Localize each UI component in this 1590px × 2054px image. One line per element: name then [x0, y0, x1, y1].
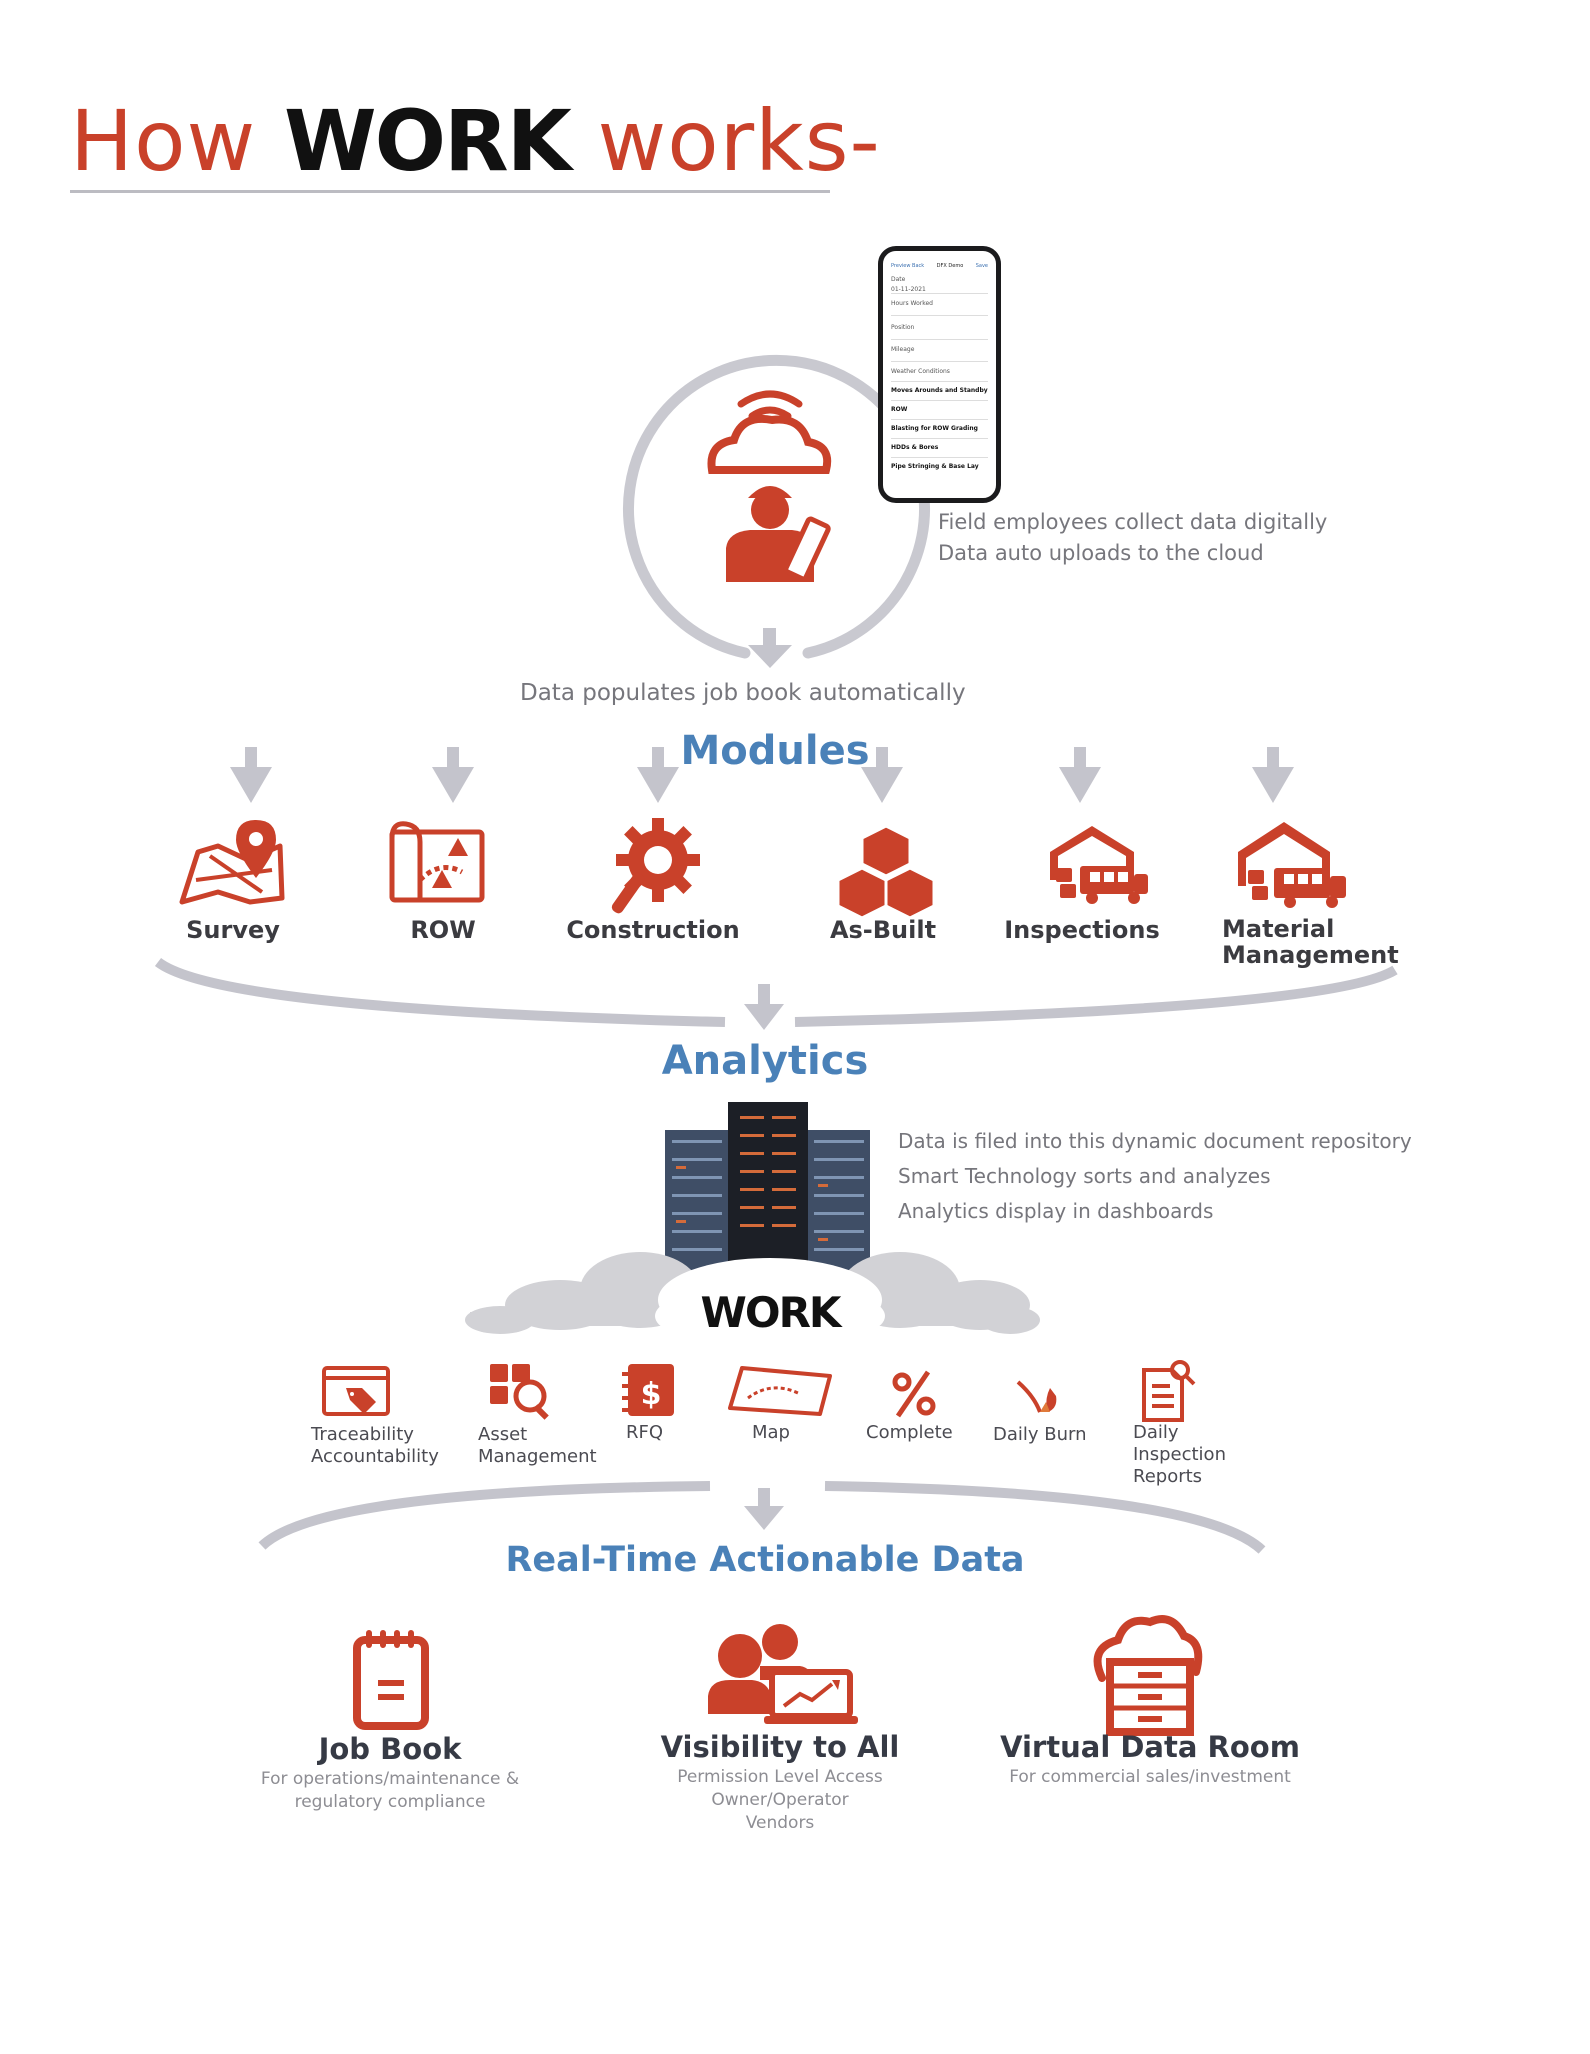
- feature-label[interactable]: Daily Burn: [993, 1424, 1087, 1445]
- module-label[interactable]: ROW: [410, 916, 476, 944]
- swoop-left-analytics: [154, 957, 726, 1027]
- swoop-right-realtime: [824, 1481, 1266, 1554]
- server-rack-icon: [665, 1102, 870, 1278]
- module-label[interactable]: Inspections: [1004, 916, 1160, 944]
- phone-list-row[interactable]: Pipe Stringing & Base Lay: [891, 463, 979, 470]
- feature-label[interactable]: Complete: [866, 1422, 953, 1443]
- arrow-down-icon: [744, 1488, 784, 1530]
- phone-nav-left[interactable]: Preview Back: [891, 263, 925, 269]
- output-title[interactable]: Visibility to All: [660, 1730, 900, 1764]
- field-worker-icon: [707, 390, 832, 474]
- phone-field[interactable]: Hours Worked: [891, 300, 933, 307]
- warehouse-truck-icon-2: [1238, 822, 1346, 908]
- warehouse-truck-icon-1: [1050, 826, 1148, 904]
- phone-field-value[interactable]: 01-11-2021: [891, 286, 926, 293]
- field-circle: [623, 354, 930, 659]
- title-brand: WORK: [283, 92, 572, 190]
- phone-field[interactable]: Weather Conditions: [891, 368, 950, 375]
- phone-nav-right[interactable]: Save: [975, 263, 988, 269]
- feature-label[interactable]: Asset Management: [478, 1424, 597, 1467]
- phone-field[interactable]: Position: [891, 324, 915, 331]
- fuse-burn-icon: [1016, 1380, 1042, 1413]
- report-search-icon: [1142, 1360, 1196, 1422]
- output-subtitle: For commercial sales/investment: [1009, 1767, 1291, 1787]
- cloud-front: [655, 1258, 885, 1342]
- page-title: How WORK works-: [70, 92, 881, 190]
- phone-field[interactable]: Mileage: [891, 346, 915, 353]
- phone-list-row[interactable]: Moves Arounds and Standby: [891, 387, 988, 394]
- svg-text:$: $: [641, 1377, 662, 1412]
- cloud-brand-logo: WORK: [700, 1288, 842, 1337]
- percent-icon: [892, 1370, 936, 1418]
- feature-label[interactable]: Daily Inspection Reports: [1133, 1422, 1226, 1487]
- map-pin-marker: [236, 820, 276, 878]
- analytics-heading: Analytics: [661, 1038, 869, 1084]
- asset-search-icon: [490, 1364, 549, 1420]
- output-title[interactable]: Virtual Data Room: [1000, 1730, 1300, 1764]
- feature-label[interactable]: RFQ: [626, 1422, 664, 1443]
- title-underline: [70, 190, 830, 193]
- arrow-down-icon: [748, 628, 792, 668]
- gear-wrench-icon: [611, 818, 700, 914]
- phone-nav: Preview Back DFX Demo Save: [883, 251, 996, 273]
- worker-head: [751, 491, 789, 529]
- module-label[interactable]: Construction: [566, 916, 740, 944]
- output-subtitle: Permission Level Access Owner/Operator V…: [677, 1767, 883, 1833]
- analytics-line-3: Analytics display in dashboards: [898, 1199, 1214, 1223]
- feature-label[interactable]: Traceability Accountability: [311, 1424, 439, 1467]
- field-line-2: Data auto uploads to the cloud: [938, 541, 1264, 565]
- phone-mockup: Preview Back DFX Demo Save Date 01-11-20…: [878, 246, 1001, 503]
- phone-nav-center: DFX Demo: [936, 263, 964, 269]
- map-icon: [728, 1366, 832, 1416]
- realtime-heading: Real-Time Actionable Data: [505, 1540, 1025, 1580]
- title-prefix: How: [70, 92, 284, 190]
- module-label[interactable]: Survey: [186, 916, 280, 944]
- phone-list-row[interactable]: HDDs & Bores: [891, 444, 939, 451]
- phone-field: Date: [891, 276, 906, 283]
- feature-label[interactable]: Map: [752, 1422, 790, 1443]
- hard-hat-icon: [748, 486, 792, 498]
- title-suffix: works-: [569, 92, 881, 190]
- cloud-cabinet-icon: [1093, 1615, 1203, 1736]
- analytics-line-1: Data is filed into this dynamic document…: [898, 1129, 1412, 1153]
- tablet-icon: [783, 516, 831, 582]
- module-label[interactable]: As-Built: [829, 916, 937, 944]
- swoop-right-analytics: [794, 965, 1398, 1027]
- phone-list-row[interactable]: Blasting for ROW Grading: [891, 425, 978, 432]
- cubes-icon: [836, 824, 936, 920]
- dollar-notebook-icon: $: [622, 1364, 674, 1416]
- analytics-line-2: Smart Technology sorts and analyzes: [898, 1164, 1271, 1188]
- field-line-1: Field employees collect data digitally: [938, 510, 1328, 534]
- module-label[interactable]: Material Management: [1222, 915, 1399, 969]
- phone-list-row[interactable]: ROW: [891, 406, 908, 413]
- modules-heading: Modules: [680, 728, 870, 774]
- module-arrows: [230, 747, 1294, 803]
- browser-tag-icon: [322, 1366, 390, 1416]
- output-title[interactable]: Job Book: [318, 1732, 462, 1766]
- flow-label: Data populates job book automatically: [520, 680, 966, 706]
- notepad-icon: [353, 1630, 429, 1730]
- swoop-left-realtime: [258, 1481, 711, 1550]
- arrow-down-icon: [744, 984, 784, 1030]
- blueprint-map-icon: [389, 821, 485, 903]
- output-subtitle: For operations/maintenance & regulatory …: [260, 1769, 520, 1812]
- people-laptop-icon: [708, 1624, 858, 1724]
